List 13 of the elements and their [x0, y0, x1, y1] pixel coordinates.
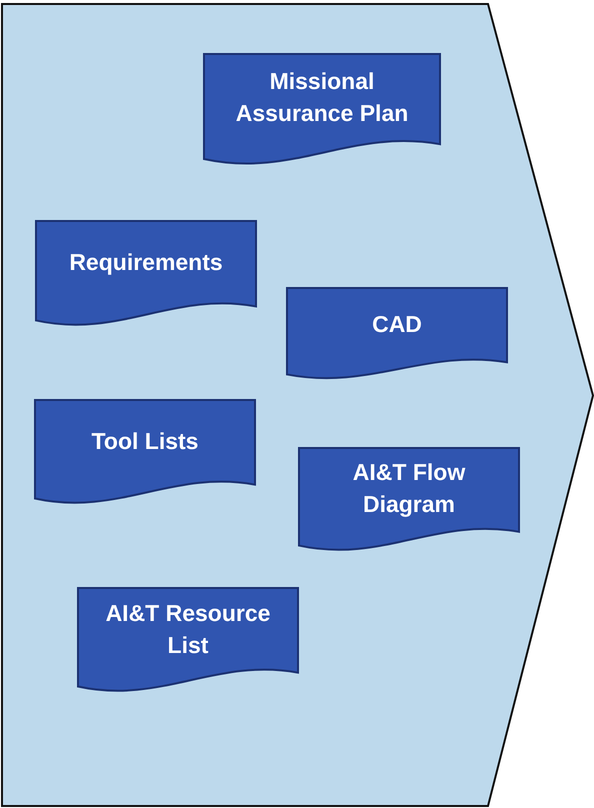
- arrow-shape-background: [2, 4, 594, 807]
- document-title: Requirements: [69, 248, 223, 278]
- document-shape: [77, 587, 299, 694]
- document-title: AI&T Resource List: [104, 598, 272, 660]
- document-title: Missional Assurance Plan: [234, 67, 410, 128]
- document-shape: [35, 220, 257, 328]
- document-title: Tool Lists: [92, 426, 198, 456]
- document-shape: [286, 287, 508, 381]
- document-shape: [203, 53, 441, 167]
- document-title: AI&T Flow Diagram: [352, 458, 466, 520]
- document-title: CAD: [372, 310, 422, 339]
- document-shape: [34, 399, 256, 506]
- document-shape: [298, 447, 520, 553]
